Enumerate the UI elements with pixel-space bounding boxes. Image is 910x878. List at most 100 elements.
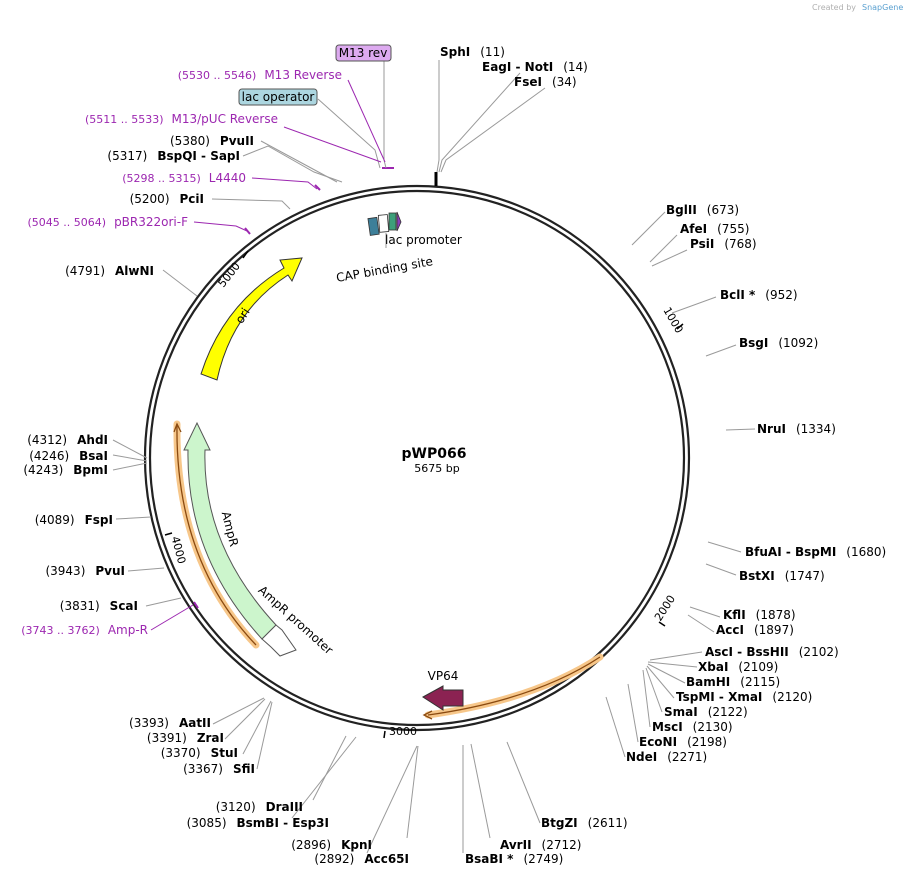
primer-label-ampr[interactable]: (3743 .. 3762)Amp-R [21,623,148,637]
m13-rev-badge[interactable] [335,44,392,62]
enzyme-position: (1878) [756,608,796,622]
enzyme-name: PvuII [220,134,254,148]
enzyme-name: BspQI - SapI [157,149,240,163]
enzyme-name: PsiI [690,237,714,251]
enzyme-name: BamHI [686,675,730,689]
tick-label-3000: 3000 [389,725,417,738]
primer-mark-l4440 [314,184,321,191]
primer-label-m13reverse[interactable]: (5530 .. 5546)M13 Reverse [178,68,342,82]
enzyme-position: (5317) [107,149,147,163]
enzyme-label-draiii[interactable]: (3120)DraIII [216,800,303,814]
enzyme-name: BpmI [73,463,108,477]
enzyme-label-bstxi[interactable]: BstXI(1747) [739,569,825,583]
enzyme-label-nrui[interactable]: NruI(1334) [757,422,836,436]
enzyme-label-econi[interactable]: EcoNI(2198) [639,735,727,749]
enzyme-label-scai[interactable]: (3831)ScaI [60,599,138,613]
enzyme-position: (2130) [693,720,733,734]
enzyme-label-bpmi[interactable]: (4243)BpmI [23,463,108,477]
enzyme-label-bcli[interactable]: BclI *(952) [720,288,798,302]
backbone-outer-circle [143,184,691,732]
enzyme-name: BtgZI [541,816,578,830]
enzyme-label-msci[interactable]: MscI(2130) [652,720,733,734]
enzyme-label-pvui[interactable]: (3943)PvuI [45,564,125,578]
m13-rev-label: M13 rev [339,46,388,60]
enzyme-label-bfuai[interactable]: BfuAI - BspMI(1680) [745,545,886,559]
enzyme-position: (1897) [754,623,794,637]
enzyme-label-acc65i[interactable]: (2892)Acc65I [314,852,409,866]
tick-2000 [658,621,666,627]
enzyme-position: (3391) [147,731,187,745]
enzyme-label-bspqi[interactable]: (5317) BspQI - SapI [107,149,240,163]
enzyme-position: (952) [765,288,797,302]
lac-promoter-box[interactable] [377,214,390,233]
cap-binding-site-box[interactable] [367,216,380,236]
enzyme-label-bglii[interactable]: BglII (673) [666,203,739,217]
ampr-promoter-arrow[interactable] [261,624,297,657]
enzyme-label-eagi[interactable]: EagI - NotI(14) [482,60,588,74]
ori-feature-arrow[interactable] [200,257,303,381]
enzyme-label-bsabi[interactable]: BsaBI *(2749) [465,852,563,866]
enzyme-position: (4089) [35,513,75,527]
lac-operator-badge[interactable] [238,88,318,106]
enzyme-label-kpni[interactable]: (2896)KpnI [291,838,372,852]
enzyme-position: (1334) [796,422,836,436]
enzyme-label-btgzi[interactable]: BtgZI(2611) [541,816,628,830]
enzyme-label-acci[interactable]: AccI(1897) [716,623,794,637]
primer-name: Amp-R [108,623,148,637]
enzyme-label-ahdi[interactable]: (4312)AhdI [27,433,108,447]
enzyme-label-sphi[interactable]: SphI(11) [440,45,505,59]
enzyme-label-kfli[interactable]: KflI(1878) [723,608,796,622]
enzyme-label-asci[interactable]: AscI - BssHII(2102) [705,645,839,659]
enzyme-label-afei[interactable]: AfeI(755) [680,222,749,236]
enzyme-position: (673) [707,203,739,217]
enzyme-label-stui[interactable]: (3370)StuI [161,746,238,760]
enzyme-label-pvuii[interactable]: (5380)PvuII [170,134,254,148]
enzyme-name: PciI [180,192,205,206]
enzyme-name: TspMI - XmaI [676,690,762,704]
enzyme-label-zrai[interactable]: (3391)ZraI [147,731,224,745]
primer-label-pbr322orif[interactable]: (5045 .. 5064)pBR322ori-F [28,215,189,229]
enzyme-name: AfeI [680,222,707,236]
ampr-feature-arrow[interactable] [183,421,277,640]
enzyme-name: NdeI [626,750,657,764]
enzyme-label-bsmbi[interactable]: (3085)BsmBI - Esp3I [187,816,329,830]
enzyme-label-avrii[interactable]: AvrII(2712) [500,838,581,852]
enzyme-label-bsgi[interactable]: BsgI(1092) [739,336,818,350]
enzyme-label-alwni[interactable]: (4791)AlwNI [65,264,154,278]
primer-label-m13pucreverse[interactable]: (5511 .. 5533)M13/pUC Reverse [85,112,278,126]
cap-site-label: CAP binding site [335,254,434,285]
enzyme-position: (2892) [314,852,354,866]
enzyme-label-xbai[interactable]: XbaI(2109) [698,660,778,674]
tick-label-2000: 2000 [652,593,678,624]
enzyme-position: (2122) [708,705,748,719]
enzyme-label-fspi[interactable]: (4089)FspI [35,513,113,527]
enzyme-position: (2896) [291,838,331,852]
enzyme-position: (2198) [687,735,727,749]
ampr-orf-arrowhead [173,422,182,433]
enzyme-label-bamhi[interactable]: BamHI(2115) [686,675,780,689]
enzyme-label-tspmi[interactable]: TspMI - XmaI (2120) [676,690,812,704]
vp64-feature-arrow[interactable] [422,685,464,711]
enzyme-label-pcii[interactable]: (5200)PciI [130,192,204,206]
enzyme-label-smai[interactable]: SmaI(2122) [664,705,748,719]
enzyme-name: BstXI [739,569,775,583]
enzyme-labels: SphI(11)EagI - NotI(14)FseI(34) BglII (673… [23,45,886,866]
enzyme-position: (14) [563,60,588,74]
tick-4000 [164,532,173,536]
lac-operator-box[interactable] [388,212,397,231]
enzyme-label-aatii[interactable]: (3393)AatII [129,716,211,730]
enzyme-label-psii[interactable]: PsiI(768) [690,237,757,251]
enzyme-label-fsei[interactable]: FseI(34) [514,75,577,89]
enzyme-name: BglII [666,203,697,217]
ampr-orf-line [176,423,257,646]
enzyme-position: (2120) [772,690,812,704]
enzyme-label-bsai[interactable]: (4246)BsaI [29,449,108,463]
plasmid-name: pWP066 [402,446,467,462]
backbone-inner-circle [148,189,686,727]
primer-label-l4440[interactable]: (5298 .. 5315)L4440 [122,171,246,185]
enzyme-label-sfii[interactable]: (3367)SfiI [183,762,255,776]
enzyme-name: BsgI [739,336,768,350]
enzyme-name: ScaI [110,599,138,613]
enzyme-label-ndei[interactable]: NdeI(2271) [626,750,707,764]
